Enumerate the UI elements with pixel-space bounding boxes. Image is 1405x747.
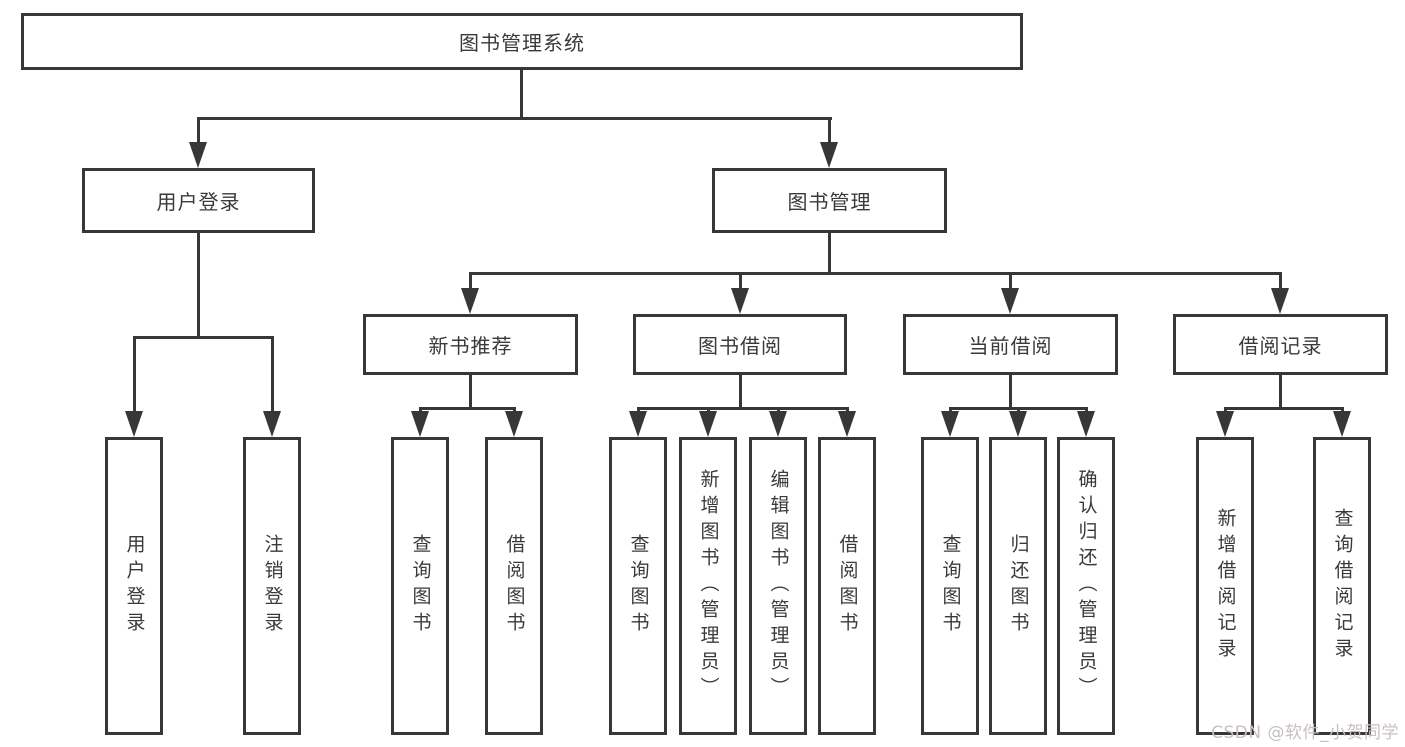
connector-line <box>828 233 831 275</box>
arrow-down-icon <box>411 411 429 437</box>
connector-line <box>637 407 849 410</box>
node-library-management-system: 图书管理系统 <box>21 13 1023 70</box>
leaf-label: 借阅图书 <box>836 534 859 638</box>
arrow-down-icon <box>699 411 717 437</box>
leaf-label: 查询图书 <box>939 534 962 638</box>
connector-line <box>739 375 742 410</box>
arrow-down-icon <box>769 411 787 437</box>
arrow-down-icon <box>838 411 856 437</box>
connector-line <box>520 70 523 120</box>
leaf-return-book: 归还图书 <box>989 437 1047 735</box>
arrow-down-icon <box>1271 288 1289 314</box>
leaf-add-borrow-record: 新增借阅记录 <box>1196 437 1254 735</box>
arrow-down-icon <box>629 411 647 437</box>
leaf-user-login: 用户登录 <box>105 437 163 735</box>
leaf-query-book-2: 查询图书 <box>609 437 667 735</box>
node-user-login: 用户登录 <box>82 168 315 233</box>
arrow-down-icon <box>263 411 281 437</box>
node-label: 借阅记录 <box>1238 334 1323 358</box>
arrow-down-icon <box>1077 411 1095 437</box>
leaf-label: 借阅图书 <box>503 534 526 638</box>
connector-line <box>469 375 472 410</box>
leaf-label: 编辑图书（管理员） <box>767 469 790 703</box>
leaf-label: 注销登录 <box>261 534 284 638</box>
node-label: 当前借阅 <box>968 334 1053 358</box>
leaf-borrow-book-2: 借阅图书 <box>818 437 876 735</box>
leaf-borrow-book-1: 借阅图书 <box>485 437 543 735</box>
connector-line <box>469 272 1282 275</box>
connector-line <box>1009 375 1012 410</box>
arrow-down-icon <box>1001 288 1019 314</box>
connector-line <box>469 272 472 291</box>
arrow-down-icon <box>505 411 523 437</box>
connector-line <box>1224 407 1343 410</box>
leaf-label: 归还图书 <box>1007 534 1030 638</box>
arrow-down-icon <box>461 288 479 314</box>
node-label: 新书推荐 <box>428 334 513 358</box>
arrow-down-icon <box>941 411 959 437</box>
connector-line <box>271 336 274 414</box>
leaf-add-book-admin: 新增图书（管理员） <box>679 437 737 735</box>
leaf-query-book-1: 查询图书 <box>391 437 449 735</box>
arrow-down-icon <box>1333 411 1351 437</box>
connector-line <box>197 117 832 120</box>
connector-line <box>1279 272 1282 291</box>
leaf-label: 查询借阅记录 <box>1331 508 1354 664</box>
connector-line <box>197 117 200 146</box>
leaf-query-borrow-record: 查询借阅记录 <box>1313 437 1371 735</box>
leaf-label: 查询图书 <box>409 534 432 638</box>
arrow-down-icon <box>1216 411 1234 437</box>
node-new-book-recommend: 新书推荐 <box>363 314 578 375</box>
node-book-management: 图书管理 <box>712 168 947 233</box>
leaf-label: 用户登录 <box>123 534 146 638</box>
connector-line <box>133 336 136 414</box>
node-label: 图书借阅 <box>698 334 782 358</box>
leaf-confirm-return-admin: 确认归还（管理员） <box>1057 437 1115 735</box>
node-current-borrow: 当前借阅 <box>903 314 1118 375</box>
node-borrow-record: 借阅记录 <box>1173 314 1388 375</box>
connector-line <box>1279 375 1282 410</box>
arrow-down-icon <box>189 142 207 168</box>
node-label: 用户登录 <box>156 190 241 214</box>
connector-line <box>739 272 742 291</box>
node-book-borrow: 图书借阅 <box>633 314 847 375</box>
leaf-query-book-3: 查询图书 <box>921 437 979 735</box>
csdn-watermark: CSDN @软件_小贺同学 <box>1211 723 1399 743</box>
leaf-logout: 注销登录 <box>243 437 301 735</box>
connector-line <box>1009 272 1012 291</box>
connector-line <box>828 117 831 146</box>
connector-line <box>197 233 200 339</box>
leaf-label: 确认归还（管理员） <box>1075 469 1098 703</box>
connector-line <box>133 336 274 339</box>
arrow-down-icon <box>1009 411 1027 437</box>
leaf-label: 新增图书（管理员） <box>697 469 720 703</box>
arrow-down-icon <box>820 142 838 168</box>
leaf-edit-book-admin: 编辑图书（管理员） <box>749 437 807 735</box>
node-label: 图书管理 <box>787 190 872 214</box>
node-label: 图书管理系统 <box>459 31 585 55</box>
connector-line <box>419 407 516 410</box>
arrow-down-icon <box>125 411 143 437</box>
leaf-label: 查询图书 <box>627 534 650 638</box>
arrow-down-icon <box>731 288 749 314</box>
leaf-label: 新增借阅记录 <box>1214 508 1237 664</box>
